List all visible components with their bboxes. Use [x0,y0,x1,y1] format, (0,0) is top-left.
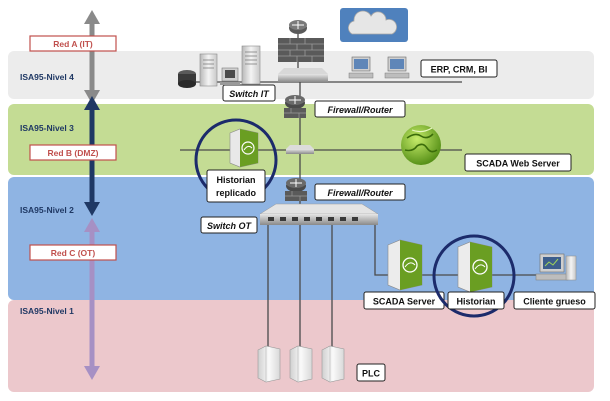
historian-replicado-label-box [206,169,266,203]
it-database-icon [178,70,196,88]
label-box-red-b [29,144,117,161]
firewall-icon [278,38,324,62]
firewall-router-top-icon [284,95,306,118]
switch-it-icon [278,68,328,82]
firewall-router-top-label: Firewall/Router [327,105,393,115]
cliente-grueso-label-box [513,291,596,310]
switch-ot-label: Switch OT [207,221,253,231]
level-label-nivel3: ISA95-Nivel 3 [20,123,74,133]
cloud-icon [340,8,408,42]
band-field [8,300,594,392]
firewall-router-mid-label-box [314,183,406,201]
dmz-switch-icon [286,145,314,154]
scada-web-server-icon [401,125,441,165]
label-box-red-a [29,35,117,52]
plc-label: PLC [362,369,381,379]
it-tower-server-icon [199,53,218,87]
it-workstation-icon [220,67,240,85]
historian-label: Historian [456,297,495,307]
historian-label-box [447,291,505,310]
switch-ot-icon [259,203,379,225]
switch-it-label-box [222,84,276,102]
scada-server-label: SCADA Server [373,297,436,307]
scada-web-label-box [464,153,572,172]
scada-server-icon [387,239,423,291]
firewall-router-mid-icon [285,178,307,201]
internet-router-icon [289,20,307,34]
historian-replicado-label-2: replicado [216,188,257,198]
band-dmz [8,104,594,175]
band-ot [8,177,594,300]
erp-crm-bi-label: ERP, CRM, BI [431,65,488,75]
plc-icon-2 [289,345,313,383]
plc-label-box [356,363,386,382]
scada-web-server-label: SCADA Web Server [476,159,560,169]
level-label-nivel4: ISA95-Nivel 4 [20,72,74,82]
switch-it-label: Switch IT [229,89,270,99]
historian-replicado-label-1: Historian [216,175,255,185]
level-label-nivel2: ISA95-Nivel 2 [20,205,74,215]
firewall-router-top-label-box [314,100,406,118]
network-label-red-b: Red B (DMZ) [48,148,99,158]
network-label-red-a: Red A (IT) [53,39,93,49]
cliente-grueso-label: Cliente grueso [523,297,586,307]
highlight-circle-historian [432,234,516,318]
switch-ot-label-box [200,216,258,234]
erp-label-box [420,59,498,78]
level-label-nivel1: ISA95-Nivel 1 [20,306,74,316]
erp-computers-icon [348,56,410,79]
historian-replicado-icon [229,128,259,168]
it-rack-server-icon [241,45,261,85]
network-label-red-c: Red C (OT) [51,248,96,258]
plc-icon-1 [257,345,281,383]
label-box-red-c [29,244,117,261]
firewall-router-mid-label: Firewall/Router [327,188,393,198]
plc-icon-3 [321,345,345,383]
cliente-grueso-icon [535,253,577,281]
historian-icon [457,241,493,293]
